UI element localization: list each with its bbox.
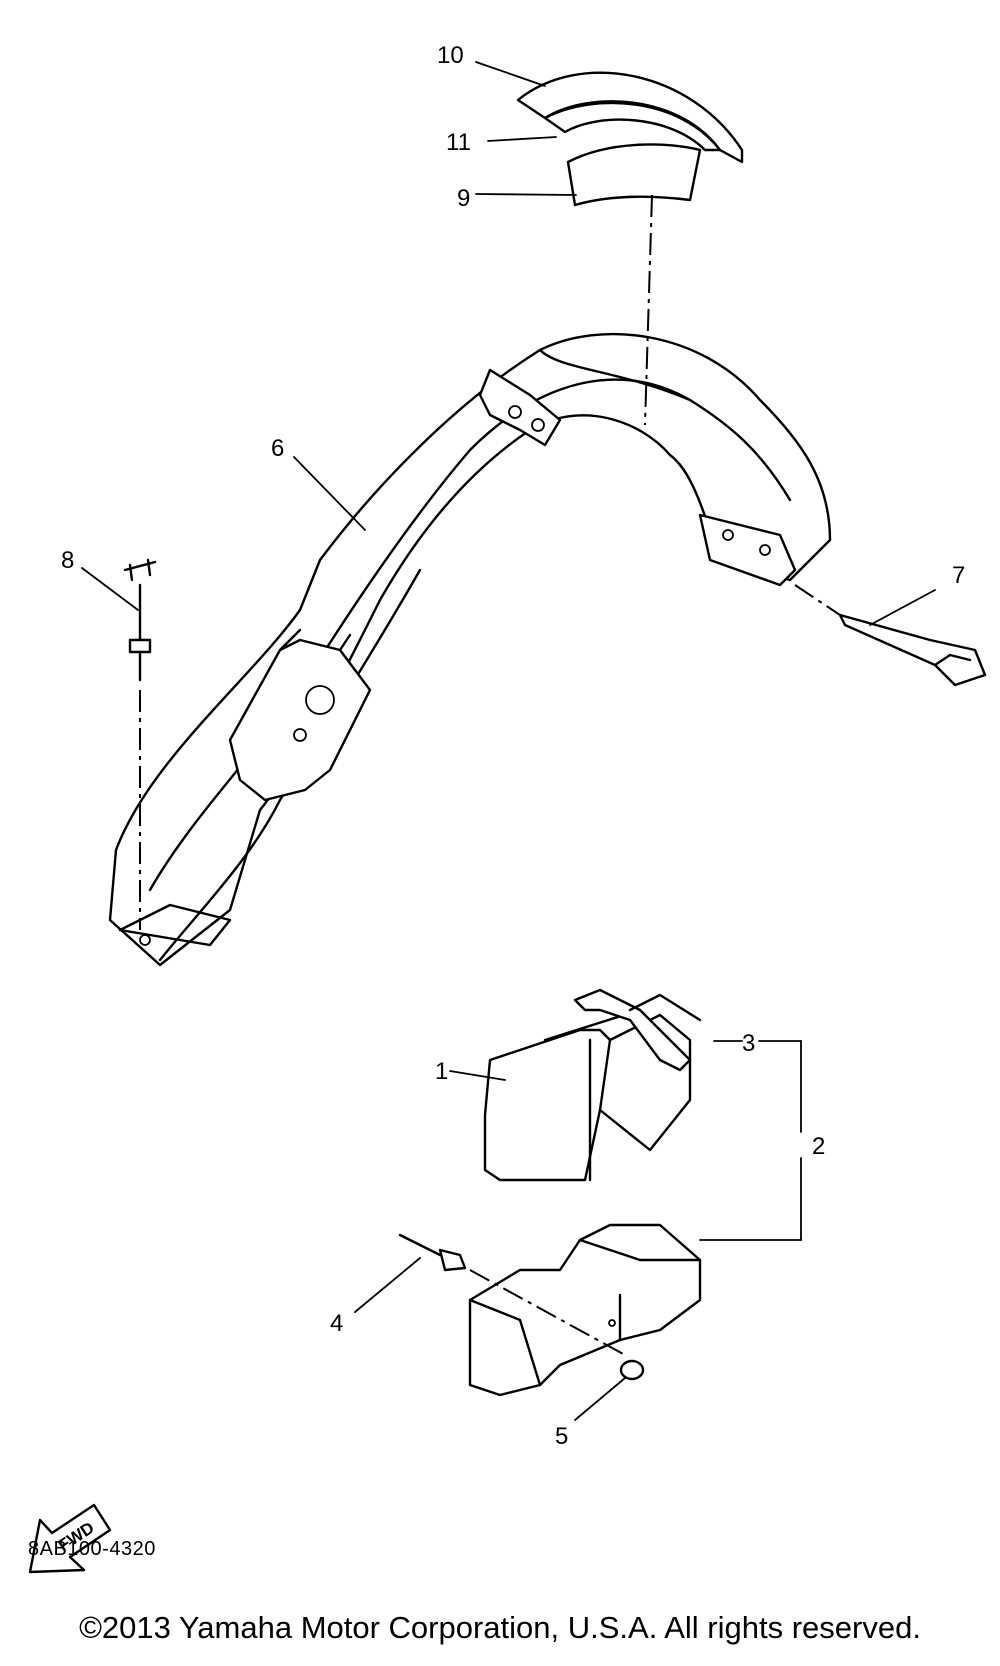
emblem-group — [516, 71, 744, 207]
battery-box-2 — [468, 1223, 702, 1397]
battery-strap-3 — [573, 988, 692, 1072]
callout-4: 4 — [330, 1310, 343, 1337]
bolt-4 — [398, 1233, 626, 1356]
center-bracket — [228, 638, 372, 802]
callout-3: 3 — [742, 1030, 755, 1057]
bolt-8 — [123, 558, 157, 930]
battery-1 — [483, 1028, 612, 1182]
leader-lines — [81, 61, 936, 1421]
rear-fender — [108, 332, 832, 967]
callout-6: 6 — [271, 435, 284, 462]
callout-1: 1 — [435, 1058, 448, 1085]
callout-9: 9 — [457, 185, 470, 212]
callout-11: 11 — [446, 129, 471, 156]
callout-10: 10 — [437, 42, 464, 69]
copyright-notice: ©2013 Yamaha Motor Corporation, U.S.A. A… — [79, 1610, 921, 1645]
battery-assembly — [483, 988, 702, 1182]
emblem-10 — [516, 71, 744, 164]
callout-7: 7 — [952, 562, 965, 589]
rod-7 — [794, 584, 987, 687]
callout-5: 5 — [555, 1423, 568, 1450]
callout-8: 8 — [61, 547, 74, 574]
emblem-9 — [566, 143, 702, 207]
emblem-11 — [543, 101, 722, 152]
part-code: 8AB100-4320 — [28, 1538, 156, 1560]
nut-5 — [619, 1359, 645, 1381]
callout-2: 2 — [812, 1133, 825, 1160]
